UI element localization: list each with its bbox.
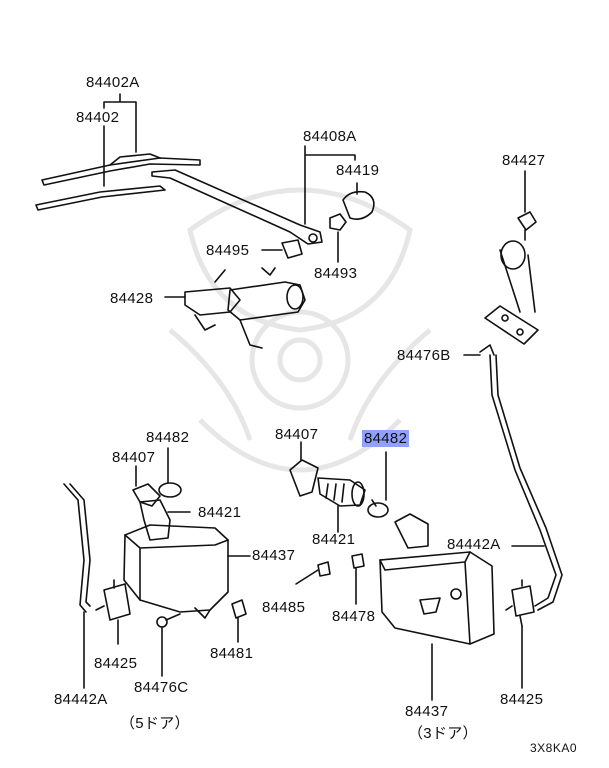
- tank-84437-3door: [379, 513, 495, 645]
- label-84421-left: 84421: [198, 504, 242, 521]
- label-84476B: 84476B: [397, 347, 451, 364]
- label-84493: 84493: [314, 265, 358, 282]
- label-84425-left: 84425: [94, 655, 138, 672]
- label-84425-right: 84425: [500, 691, 544, 708]
- neck-84421-left: [139, 499, 171, 541]
- hose-84442A-right: [489, 354, 563, 611]
- nozzle-84427: [517, 211, 537, 241]
- wiper-motor-84428: [184, 267, 306, 349]
- nut-84493: [329, 213, 347, 231]
- wiper-blade-84402: [35, 185, 166, 211]
- label-84402: 84402: [76, 109, 120, 126]
- pump-84425-left: [95, 579, 131, 645]
- label-84442A-left: 84442A: [54, 691, 108, 708]
- clamp-84482-left: [158, 447, 182, 498]
- label-84402A: 84402A: [86, 74, 140, 91]
- label-84407-left: 84407: [112, 449, 156, 466]
- label-84408A: 84408A: [303, 128, 357, 145]
- label-84482-highlighted[interactable]: 84482: [362, 430, 410, 447]
- label-84476C: 84476C: [134, 679, 189, 696]
- tank-84437-5door: [123, 524, 229, 619]
- variant-3door-label: （3ドア）: [408, 725, 478, 742]
- neck-84421-mid: [317, 477, 366, 507]
- wiper-blade-84402A: [41, 153, 201, 186]
- nozzle-84407-left: [132, 483, 161, 507]
- variant-5door-label: （5ドア）: [120, 715, 190, 732]
- cap-84419: [342, 190, 375, 220]
- bracket-84481: [231, 599, 247, 643]
- label-84485: 84485: [262, 599, 306, 616]
- label-84437-left: 84437: [252, 547, 296, 564]
- clamp-84482-mid[interactable]: [367, 499, 389, 518]
- label-84427: 84427: [502, 152, 546, 169]
- pump-84425-right: [505, 579, 535, 627]
- label-84407-mid: 84407: [275, 426, 319, 443]
- label-84437-right: 84437: [405, 703, 449, 720]
- bushing-84495: [281, 239, 303, 259]
- label-84478: 84478: [332, 608, 376, 625]
- hose-84442A-left: [63, 483, 91, 613]
- bracket-84476B: [479, 305, 539, 356]
- label-84495: 84495: [206, 242, 250, 259]
- label-84428: 84428: [110, 290, 154, 307]
- label-84482-left: 84482: [146, 429, 190, 446]
- wiper-arm: [151, 169, 323, 245]
- screw-84476C: [156, 613, 181, 677]
- diagram-code: 3X8KA0: [530, 741, 578, 755]
- label-84481: 84481: [210, 645, 254, 662]
- label-84421-mid: 84421: [312, 531, 356, 548]
- label-84419: 84419: [336, 162, 380, 179]
- label-84442A-right: 84442A: [447, 536, 501, 553]
- bolt-84485: [295, 561, 331, 585]
- grommet: [499, 240, 536, 313]
- nozzle-84407-mid: [289, 459, 319, 497]
- grommet-84478: [351, 553, 365, 569]
